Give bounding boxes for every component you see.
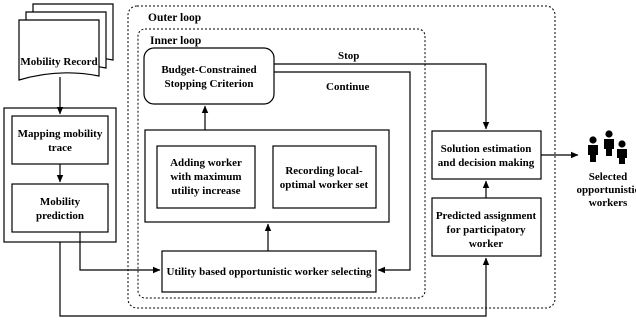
inner-loop-boundary (137, 28, 426, 299)
predicted-assignment-box (431, 197, 542, 257)
selected-workers-line2: opportunistic (577, 184, 636, 196)
arrow-stop-to-solution (274, 63, 490, 130)
greedy-selection-group (144, 129, 390, 223)
mapping-trace-line2: trace (48, 142, 72, 154)
budget-criterion-line2: Stopping Criterion (165, 78, 254, 90)
utility-selecting-box (161, 250, 377, 293)
predicted-assignment-line2: for participatory (447, 224, 526, 236)
outer-loop-label: Outer loop (148, 12, 201, 24)
stop-label: Stop (338, 50, 359, 62)
adding-worker-line2: with maximum (170, 171, 241, 183)
utility-selecting-label: Utility based opportunistic worker selec… (166, 266, 372, 278)
solution-estimation-line1: Solution estimation (441, 143, 532, 155)
continue-label: Continue (326, 81, 370, 93)
solution-estimation-box (431, 130, 542, 180)
connectors (56, 63, 579, 317)
selected-workers-line3: workers (589, 197, 628, 209)
recording-set-box (272, 145, 377, 209)
predicted-assignment-line1: Predicted assignment (436, 210, 537, 222)
selected-workers-line1: Selected (589, 171, 627, 183)
mapping-trace-line1: Mapping mobility (18, 128, 103, 140)
predicted-assignment-line3: worker (469, 238, 503, 250)
recording-set-line1: Recording local- (285, 165, 363, 177)
arrow-continue-to-utility (274, 71, 411, 274)
budget-criterion-box (143, 47, 275, 105)
group-of-people-icon (588, 130, 627, 164)
solution-estimation-line2: and decision making (438, 157, 535, 169)
adding-worker-line3: utility increase (171, 185, 240, 197)
mobility-record-label: Mobility Record (20, 56, 97, 68)
mobility-prediction-line1: Mobility (40, 196, 81, 208)
mobility-record-documents: Mobility Record (18, 3, 114, 81)
arrow-prediction-to-assignment (59, 242, 490, 317)
inner-loop-label: Inner loop (150, 35, 201, 47)
mapping-trace-box (11, 115, 109, 165)
budget-criterion-line1: Budget-Constrained (161, 64, 256, 76)
mobility-prediction-line2: prediction (36, 210, 84, 222)
adding-worker-line1: Adding worker (170, 157, 242, 169)
adding-worker-box (156, 145, 256, 209)
arrow-prediction-to-utility (79, 232, 161, 274)
mobility-prediction-box (11, 183, 109, 233)
recording-set-line2: optimal worker set (280, 179, 369, 191)
outer-loop-boundary (127, 5, 556, 309)
